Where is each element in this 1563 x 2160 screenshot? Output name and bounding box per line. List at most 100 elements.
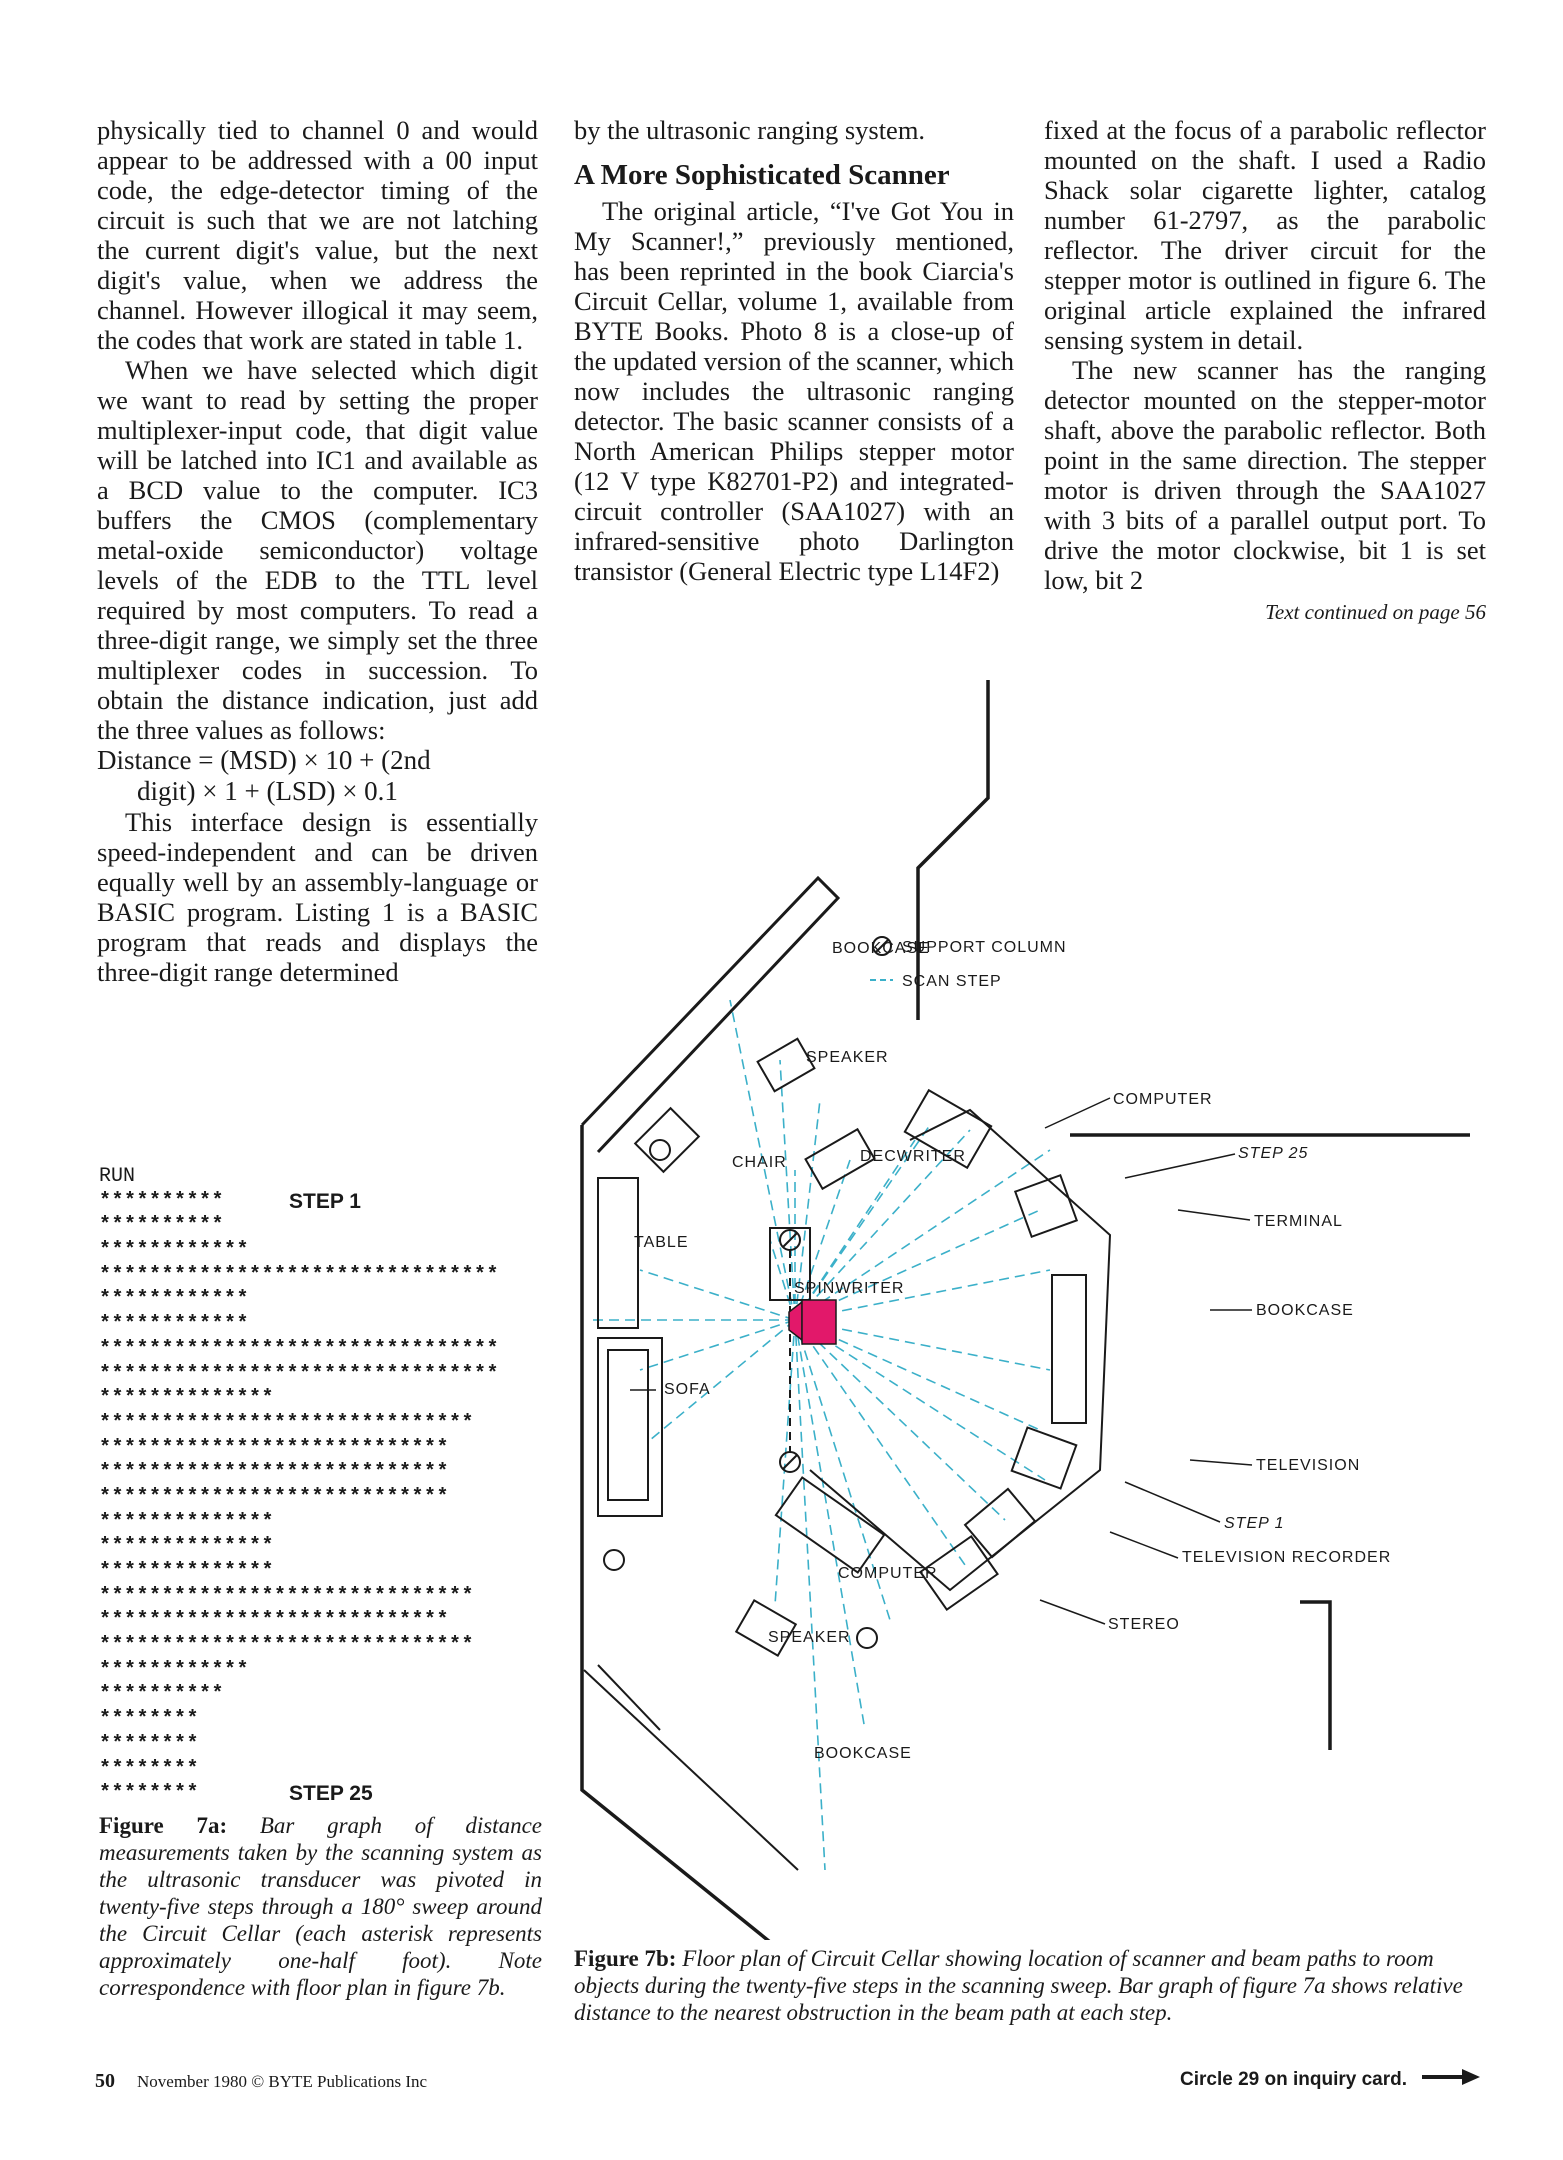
bar-row: ******** bbox=[99, 1708, 569, 1733]
formula-line: digit) × 1 + (LSD) × 0.1 bbox=[137, 776, 398, 806]
post-circle bbox=[649, 1139, 671, 1161]
leader bbox=[1109, 1531, 1179, 1559]
caption-text: Bar graph of distance measurements taken… bbox=[99, 1813, 542, 2000]
inquiry-text: Circle 29 on inquiry card. bbox=[1180, 2069, 1408, 2091]
asterisk-bar: ******************************** bbox=[99, 1263, 500, 1287]
scan-beam-line bbox=[794, 1319, 1046, 1481]
asterisk-bar: ******** bbox=[99, 1732, 200, 1756]
legend-support-column: SUPPORT COLUMN bbox=[902, 939, 1067, 956]
arrow-right-icon bbox=[1422, 2068, 1481, 2092]
bar-row: ******************************** bbox=[99, 1338, 569, 1363]
scanner-area-outline bbox=[809, 1108, 1112, 1592]
figure-7b-caption: Figure 7b: Floor plan of Circuit Cellar … bbox=[574, 1945, 1494, 2026]
support-column-legend-icon bbox=[872, 936, 892, 956]
scan-beam-line bbox=[639, 1319, 796, 1371]
asterisk-bar: **************************** bbox=[99, 1461, 450, 1485]
sofa-shape bbox=[597, 1337, 663, 1517]
leader bbox=[1044, 1097, 1111, 1129]
scan-beams bbox=[590, 999, 1051, 1871]
scan-beam-line bbox=[774, 1319, 796, 1606]
paragraph: This interface design is essentially spe… bbox=[97, 807, 538, 987]
leader bbox=[1124, 1481, 1221, 1523]
inquiry-note: Circle 29 on inquiry card. bbox=[1180, 2068, 1481, 2092]
bookcase-bottom-shape bbox=[583, 1669, 799, 1871]
run-line: RUN bbox=[99, 1165, 136, 1188]
label-television: TELEVISION bbox=[1256, 1457, 1360, 1474]
support-column-slash bbox=[782, 1232, 798, 1248]
text-column-3: fixed at the focus of a parabolic reflec… bbox=[1044, 115, 1486, 627]
stereo-shape bbox=[919, 1534, 999, 1612]
asterisk-bar: ************ bbox=[99, 1239, 250, 1263]
scan-beam-line bbox=[794, 1124, 931, 1321]
bar-row: ************** bbox=[99, 1535, 569, 1560]
text-column-2: by the ultrasonic ranging system. A More… bbox=[574, 115, 1014, 586]
asterisk-bar: ******************************** bbox=[99, 1337, 500, 1361]
legend-scan-step: SCAN STEP bbox=[902, 973, 1002, 990]
asterisk-bar: ******** bbox=[99, 1708, 200, 1732]
paragraph: The original article, “I've Got You in M… bbox=[574, 196, 1014, 586]
scan-beam-line bbox=[794, 1319, 1041, 1431]
wall bbox=[916, 680, 990, 1020]
speaker-top-shape bbox=[756, 1037, 816, 1093]
scan-beam-line bbox=[794, 1319, 891, 1621]
speaker-bottom-shape bbox=[734, 1599, 798, 1657]
scanner-body bbox=[801, 1299, 837, 1345]
scan-beam-line bbox=[794, 1319, 826, 1871]
floor-plan-diagram: SUPPORT COLUMN SCAN STEP BOOKCASE SPEAKE… bbox=[580, 680, 1470, 1940]
label-bookcase-right: BOOKCASE bbox=[1256, 1302, 1354, 1319]
asterisk-bar: ************ bbox=[99, 1658, 250, 1682]
bookcase-bottom-line bbox=[597, 1664, 661, 1731]
bar-row: **********STEP 1 bbox=[99, 1190, 569, 1215]
scan-beam-line bbox=[649, 1319, 796, 1441]
decwriter-shape bbox=[804, 1127, 876, 1191]
asterisk-bar: ****************************** bbox=[99, 1634, 475, 1658]
bar-row: ************ bbox=[99, 1313, 569, 1338]
label-speaker-top: SPEAKER bbox=[806, 1049, 889, 1066]
asterisk-bar: ************ bbox=[99, 1313, 250, 1337]
scan-beam-line bbox=[794, 1319, 966, 1566]
label-computer-top: COMPUTER bbox=[1113, 1091, 1213, 1108]
asterisk-bar: **************************** bbox=[99, 1485, 450, 1509]
bar-row: ******************************** bbox=[99, 1264, 569, 1289]
bar-row: ************ bbox=[99, 1239, 569, 1264]
support-column-legend-slash bbox=[875, 939, 889, 953]
label-computer-bottom: COMPUTER bbox=[838, 1565, 938, 1582]
scan-beam-line bbox=[794, 1149, 1051, 1321]
scanner bbox=[788, 1299, 837, 1345]
labels: BOOKCASE SPEAKER COMPUTER STEP 25 CHAIR … bbox=[634, 940, 1390, 1762]
step-1-label: STEP 1 bbox=[289, 1189, 361, 1213]
label-chair: CHAIR bbox=[732, 1154, 787, 1171]
figure-7a-caption: Figure 7a: Bar graph of distance measure… bbox=[99, 1812, 542, 2001]
bar-row: ************** bbox=[99, 1387, 569, 1412]
furniture bbox=[583, 1037, 1087, 1871]
scan-beam-line bbox=[794, 1099, 821, 1321]
caption-text: Floor plan of Circuit Cellar showing loc… bbox=[574, 1946, 1463, 2025]
table-shape bbox=[597, 1177, 639, 1329]
post-circle bbox=[603, 1549, 625, 1571]
wall bbox=[580, 1125, 771, 1940]
section-heading: A More Sophisticated Scanner bbox=[574, 159, 950, 191]
scan-beam-line bbox=[779, 1059, 796, 1321]
legend: SUPPORT COLUMN SCAN STEP bbox=[870, 936, 1067, 990]
step-25-label: STEP 25 bbox=[289, 1782, 373, 1806]
leader bbox=[1039, 1599, 1106, 1625]
label-speaker-bottom: SPEAKER bbox=[768, 1629, 851, 1646]
continuation-note: Text continued on page 56 bbox=[1265, 600, 1486, 624]
caption-label: Figure 7a: bbox=[99, 1813, 228, 1838]
asterisk-bar: ************** bbox=[99, 1510, 275, 1534]
scan-beam-line bbox=[794, 1319, 866, 1731]
bar-row: ************** bbox=[99, 1560, 569, 1585]
scan-beam-line bbox=[729, 999, 796, 1321]
scan-beam-line bbox=[794, 1269, 1051, 1321]
computer-top-shape bbox=[903, 1088, 993, 1170]
asterisk-bar: ************ bbox=[99, 1288, 250, 1312]
bar-rows: **********STEP 1************************… bbox=[99, 1190, 569, 1807]
asterisk-bar: ********** bbox=[99, 1683, 225, 1707]
text-column-1: physically tied to channel 0 and would a… bbox=[97, 115, 538, 987]
paragraph: fixed at the focus of a parabolic reflec… bbox=[1044, 115, 1486, 355]
asterisk-bar: **************************** bbox=[99, 1436, 450, 1460]
bar-row: **************************** bbox=[99, 1609, 569, 1634]
label-stereo: STEREO bbox=[1108, 1616, 1180, 1633]
wall bbox=[1300, 1600, 1332, 1750]
bar-row: ****************************** bbox=[99, 1412, 569, 1437]
